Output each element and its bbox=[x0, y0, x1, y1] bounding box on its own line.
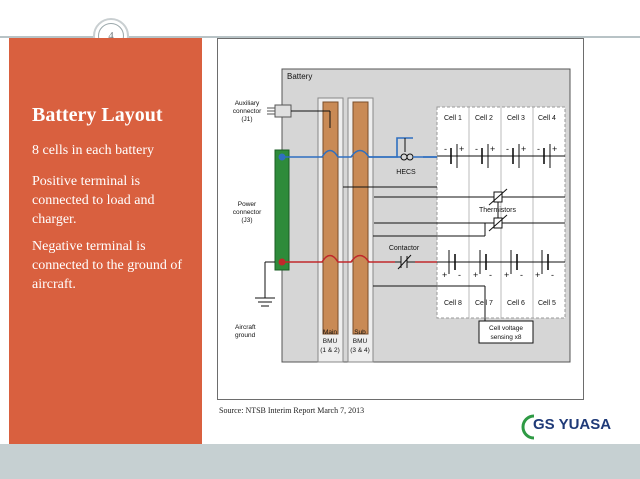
thermistors bbox=[374, 188, 565, 232]
main-bmu bbox=[322, 101, 339, 335]
slide-title: Battery Layout bbox=[32, 104, 163, 126]
cell-voltage-box bbox=[478, 320, 534, 344]
cell-8-label: Cell 8 bbox=[444, 300, 462, 307]
aux-connector-label-2: connector bbox=[233, 108, 262, 115]
svg-text:-: - bbox=[475, 144, 478, 154]
cell-voltage-label-1: Cell voltage bbox=[489, 325, 523, 332]
logo-arc-icon bbox=[521, 414, 535, 440]
sub-bmu-label-1: Sub bbox=[354, 329, 366, 336]
svg-text:+: + bbox=[535, 270, 540, 280]
hecs-fuse bbox=[369, 153, 437, 161]
svg-text:-: - bbox=[551, 270, 554, 280]
svg-text:-: - bbox=[506, 144, 509, 154]
aircraft-ground-label-2: ground bbox=[235, 332, 256, 339]
cell-7-label: Cell 7 bbox=[475, 300, 493, 307]
contactor-label: Contactor bbox=[389, 245, 420, 252]
svg-text:-: - bbox=[537, 144, 540, 154]
main-bmu-label-2: BMU bbox=[323, 338, 338, 345]
positive-terminal bbox=[278, 153, 286, 161]
source-caption: Source: NTSB Interim Report March 7, 201… bbox=[219, 406, 365, 415]
negative-terminal bbox=[278, 258, 286, 266]
cell-1-label: Cell 1 bbox=[444, 115, 462, 122]
main-bmu-label-1: Main bbox=[323, 329, 337, 336]
svg-text:-: - bbox=[444, 144, 447, 154]
sub-bmu-label-2: BMU bbox=[353, 338, 368, 345]
power-connector-label-2: connector bbox=[233, 209, 262, 216]
contactor bbox=[395, 254, 415, 270]
battery-label: Battery bbox=[287, 72, 312, 81]
power-connector-label-3: (J3) bbox=[241, 217, 252, 224]
bullet-1: 8 cells in each battery bbox=[32, 143, 155, 158]
gs-yuasa-logo bbox=[521, 414, 535, 440]
ground-symbol bbox=[255, 261, 275, 307]
cell-4-label: Cell 4 bbox=[538, 115, 556, 122]
top-cells bbox=[437, 144, 565, 168]
svg-text:-: - bbox=[458, 270, 461, 280]
aux-connector-label-3: (J1) bbox=[241, 116, 252, 123]
negative-wire bbox=[285, 254, 395, 263]
battery-diagram: Battery Cell 1 Cell 2 Cell 3 Cell 4 Cell… bbox=[217, 38, 584, 400]
aircraft-ground-label-1: Aircraft bbox=[235, 324, 256, 331]
bottom-cells bbox=[437, 250, 565, 274]
svg-text:+: + bbox=[473, 270, 478, 280]
sub-bmu-label-3: (3 & 4) bbox=[350, 347, 370, 354]
cell-3-label: Cell 3 bbox=[507, 115, 525, 122]
aux-connector-label-1: Auxiliary bbox=[235, 100, 260, 107]
left-panel: Battery Layout 8 cells in each battery P… bbox=[9, 38, 202, 444]
svg-text:+: + bbox=[521, 144, 526, 154]
signal-lines bbox=[343, 138, 486, 321]
bullet-3: Negative terminal is connected to the gr… bbox=[32, 239, 183, 292]
svg-text:+: + bbox=[552, 144, 557, 154]
power-connector bbox=[274, 149, 290, 271]
sub-bmu bbox=[352, 101, 369, 335]
svg-text:-: - bbox=[489, 270, 492, 280]
thermistors-label: Thermistors bbox=[479, 207, 516, 214]
power-connector-label-1: Power bbox=[238, 201, 257, 208]
positive-wire bbox=[285, 137, 413, 158]
svg-text:+: + bbox=[459, 144, 464, 154]
aux-connector bbox=[267, 104, 331, 128]
slide-number: 4 bbox=[108, 30, 114, 42]
bottom-cell-signs: + - + - + - + - bbox=[442, 270, 554, 280]
top-divider bbox=[0, 36, 640, 38]
cell-6-label: Cell 6 bbox=[507, 300, 525, 307]
top-cell-signs: - + - + - + - + bbox=[444, 144, 557, 154]
svg-text:+: + bbox=[490, 144, 495, 154]
cell-5-label: Cell 5 bbox=[538, 300, 556, 307]
svg-text:-: - bbox=[520, 270, 523, 280]
cell-voltage-label-2: sensing x8 bbox=[490, 334, 521, 341]
svg-text:+: + bbox=[442, 270, 447, 280]
svg-text:+: + bbox=[504, 270, 509, 280]
logo-text: GS YUASA bbox=[533, 416, 612, 433]
main-bmu-label-3: (1 & 2) bbox=[320, 347, 340, 354]
hecs-label: HECS bbox=[396, 169, 416, 176]
bottom-band bbox=[0, 444, 640, 479]
cell-2-label: Cell 2 bbox=[475, 115, 493, 122]
bullet-2: Positive terminal is connected to load a… bbox=[32, 174, 155, 227]
cell-dividers bbox=[468, 107, 534, 318]
